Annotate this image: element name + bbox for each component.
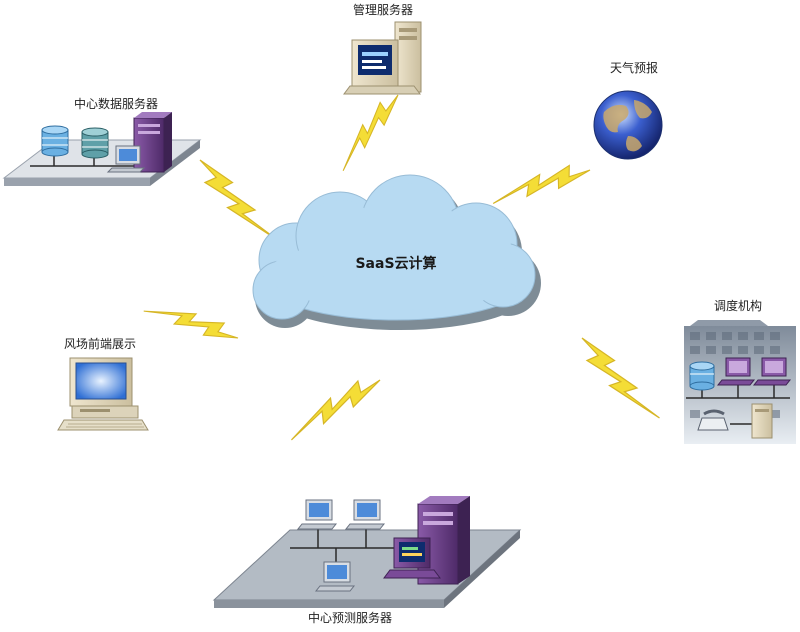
lightning-icon xyxy=(581,337,661,419)
wind-farm-display-icon xyxy=(57,357,149,431)
monitor-icon xyxy=(314,561,356,592)
monitor-icon xyxy=(344,499,386,530)
database-icon xyxy=(41,125,69,157)
monitor-icon xyxy=(296,499,338,530)
weather-forecast-label: 天气预报 xyxy=(610,60,658,75)
center-data-server-label: 中心数据服务器 xyxy=(74,96,158,111)
server-tower-icon xyxy=(751,403,773,439)
monitor-icon xyxy=(716,357,756,386)
monitor-icon xyxy=(383,537,441,579)
cloud-label: SaaS云计算 xyxy=(355,255,436,272)
lightning-icon xyxy=(290,366,381,454)
globe-icon xyxy=(593,90,663,160)
management-server-label: 管理服务器 xyxy=(353,2,413,17)
building-icon xyxy=(684,320,796,444)
monitor-icon xyxy=(752,357,792,386)
lightning-icon xyxy=(199,159,279,241)
cloud-icon xyxy=(252,174,541,330)
management-server-icon xyxy=(343,21,422,95)
network-platform-icon xyxy=(212,496,522,608)
wind-farm-display-label: 风场前端展示 xyxy=(64,336,136,351)
center-data-server-icon xyxy=(2,112,202,186)
monitor-icon xyxy=(106,145,146,173)
dispatch-agency-label: 调度机构 xyxy=(714,298,762,313)
lightning-icon xyxy=(331,94,410,172)
center-forecast-server-label: 中心预测服务器 xyxy=(308,610,392,625)
telephone-icon xyxy=(697,409,729,431)
database-icon xyxy=(689,361,715,391)
lightning-icon xyxy=(143,276,239,373)
database-icon xyxy=(81,127,109,159)
